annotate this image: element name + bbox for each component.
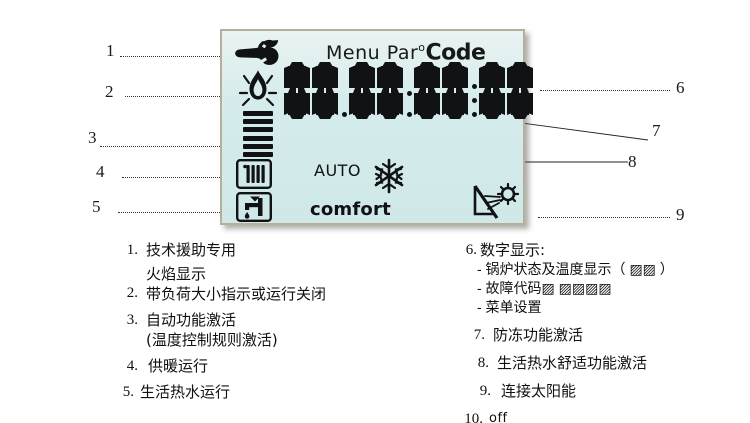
callout-number-5: 5 <box>92 197 101 216</box>
solar-panel-icon <box>473 183 520 219</box>
legend-column-left: 1. 技术援助专用 2. 火焰显示 带负荷大小指示或运行关闭 3. 自动功能激活… <box>112 240 412 402</box>
legend-item: 4. 供暖运行 <box>112 356 412 376</box>
digit-group-1 <box>284 62 340 120</box>
lcd-digit <box>507 62 533 120</box>
lcd-decimal-point <box>340 62 349 122</box>
legend-item: 9. 连接太阳能 <box>469 381 745 401</box>
wrench-icon <box>235 39 279 65</box>
power-level-bars <box>243 111 273 157</box>
legend-item-text: 数字显示: <box>480 241 546 259</box>
leader-line-1 <box>120 56 220 57</box>
legend-item-text: 技术援助专用 <box>146 241 237 259</box>
radiator-icon <box>236 159 272 189</box>
lcd-digit-area <box>284 62 533 122</box>
lcd-digit <box>349 62 375 120</box>
legend-item-number: 4. <box>126 358 138 374</box>
lcd-digit <box>414 62 440 120</box>
legend-item: 8. 生活热水舒适功能激活 <box>467 353 745 373</box>
legend-sublist: - 锅炉状态及温度显示（ ▨▨ ） - 故障代码▨ ▨▨▨▨ - 菜单设置 <box>477 260 745 317</box>
lcd-digit <box>479 62 505 120</box>
legend-item: 1. 技术援助专用 <box>112 240 412 260</box>
lcd-header-degree: o <box>418 41 426 54</box>
power-bar <box>243 151 273 157</box>
legend-column-right: 6. 数字显示: - 锅炉状态及温度显示（ ▨▨ ） - 故障代码▨ ▨▨▨▨ … <box>455 240 745 423</box>
leader-line-6 <box>540 90 670 91</box>
legend-item-number: 9. <box>479 383 491 399</box>
legend-item-number: 5. <box>122 384 134 400</box>
legend-item-text: 供暖运行 <box>148 357 209 375</box>
snowflake-icon <box>374 158 404 194</box>
lcd-digit <box>312 62 338 120</box>
legend-item-text: 自动功能激活 (温度控制规则激活) <box>146 311 278 349</box>
leader-line-2 <box>125 96 220 97</box>
leader-line-9 <box>538 217 670 218</box>
legend-item-number: 2. <box>126 285 138 301</box>
legend-item-number: 8. <box>477 355 489 371</box>
leader-line-3 <box>100 146 318 147</box>
legend-item-number: 3. <box>126 312 138 328</box>
legend-item: 7. 防冻功能激活 <box>463 325 745 345</box>
digit-group-3 <box>414 62 470 120</box>
lcd-header-text: Menu ParoCode <box>326 36 511 66</box>
digit-group-4 <box>479 62 535 120</box>
legend-subitem: - 故障代码▨ ▨▨▨▨ <box>477 280 612 296</box>
legend-item-text: 连接太阳能 <box>501 382 577 400</box>
lcd-digit <box>442 62 468 120</box>
flame-icon <box>238 70 278 107</box>
legend-item-text: 生活热水舒适功能激活 <box>497 354 648 372</box>
legend-item-number: 6. <box>465 242 477 258</box>
digit-group-2 <box>349 62 405 120</box>
tap-icon <box>236 192 272 222</box>
power-bar <box>243 119 273 125</box>
callout-number-7: 7 <box>652 121 661 140</box>
callout-number-3: 3 <box>88 128 97 147</box>
callout-number-1: 1 <box>106 41 115 60</box>
leader-line-4 <box>122 177 240 178</box>
lcd-decimal-point <box>405 62 414 122</box>
legend-item: 3. 自动功能激活 (温度控制规则激活) <box>112 310 412 350</box>
lcd-header-code: Code <box>425 40 486 66</box>
legend-item-text: 火焰显示 带负荷大小指示或运行关闭 <box>146 265 327 303</box>
lcd-header-menu: Menu <box>326 42 381 65</box>
legend-subitem: - 菜单设置 <box>477 299 542 315</box>
lcd-display-panel: Menu ParoCode <box>220 29 533 225</box>
legend-item: 5. 生活热水运行 <box>108 382 412 402</box>
callout-number-4: 4 <box>96 162 105 181</box>
callout-number-8: 8 <box>628 152 637 171</box>
callout-number-2: 2 <box>105 82 114 101</box>
comfort-indicator-label: comfort <box>310 199 391 220</box>
legend-item-text: 防冻功能激活 <box>493 326 584 344</box>
lcd-colon <box>470 62 479 122</box>
legend-item: 10. off <box>457 409 745 423</box>
lcd-header-par: Par <box>386 42 419 65</box>
callout-number-9: 9 <box>676 205 685 224</box>
auto-indicator-label: AUTO <box>314 161 362 180</box>
power-bar <box>243 135 273 141</box>
legend-item: 6. 数字显示: <box>455 240 745 260</box>
callout-number-6: 6 <box>676 78 685 97</box>
lcd-digit <box>284 62 310 120</box>
legend-item-text: 生活热水运行 <box>140 383 231 401</box>
power-bar <box>243 127 273 133</box>
legend-item-text: off <box>489 411 508 423</box>
legend-item-number: 7. <box>473 327 485 343</box>
legend-subitem: - 锅炉状态及温度显示（ ▨▨ ） <box>477 261 674 277</box>
legend-section: 1. 技术援助专用 2. 火焰显示 带负荷大小指示或运行关闭 3. 自动功能激活… <box>0 240 750 423</box>
leader-line-5 <box>118 212 240 213</box>
legend-item-number: 1. <box>126 242 138 258</box>
legend-item-number: 10. <box>464 411 483 423</box>
power-bar <box>243 111 273 116</box>
legend-item: 2. 火焰显示 带负荷大小指示或运行关闭 <box>112 264 412 304</box>
power-bar <box>243 143 273 149</box>
lcd-digit <box>377 62 403 120</box>
